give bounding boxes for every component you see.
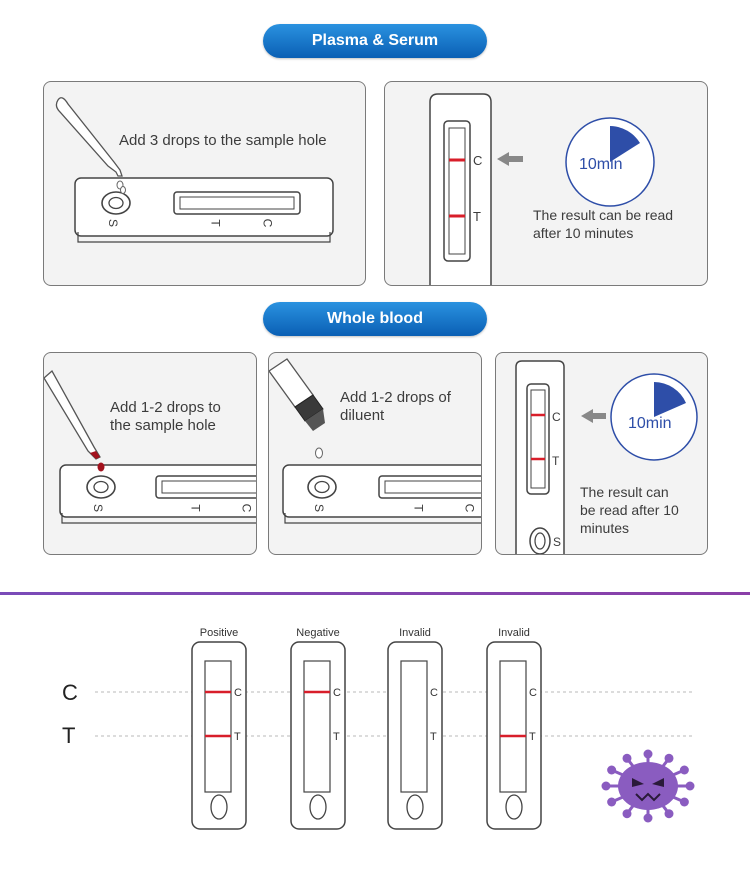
result-label: Invalid	[498, 627, 530, 639]
timer-label: 10min	[628, 415, 672, 432]
window-label-c: C	[552, 410, 561, 424]
virus-body	[618, 762, 678, 810]
virus-spike-tip	[664, 809, 674, 819]
blood-step-1-line-2: the sample hole	[110, 417, 216, 434]
result-window	[400, 660, 428, 793]
sample-label-s: S	[553, 535, 562, 549]
section-plasma-serum: Plasma & Serum	[263, 24, 487, 58]
result-note-line-2: after 10 minutes	[533, 225, 634, 241]
plasma-step-2-panel: C T 10min The result can be read after 1…	[384, 81, 708, 286]
section-divider	[0, 592, 750, 595]
blood-step-2-panel: Add 1-2 drops of diluent S T C	[268, 352, 482, 555]
card-label-t: T	[234, 731, 241, 743]
virus-spike-tip	[643, 813, 653, 823]
sample-well	[406, 794, 424, 820]
window-label-t: T	[473, 209, 481, 224]
card-label-t: T	[430, 731, 437, 743]
read-result-illustration	[515, 360, 698, 554]
card-label-c: C	[333, 687, 341, 699]
blood-step-1-panel: Add 1-2 drops to the sample hole S T C	[43, 352, 257, 555]
card-label-c: C	[430, 687, 438, 699]
result-window	[499, 660, 527, 793]
virus-spike-tip	[607, 765, 617, 775]
virus-spike-tip	[664, 753, 674, 763]
result-note-line-2: be read after 10	[580, 502, 679, 518]
virus-spike-tip	[643, 749, 653, 759]
sample-well	[309, 794, 327, 820]
sample-well	[505, 794, 523, 820]
blood-step-2-line-2: diluent	[340, 407, 385, 424]
plasma-step-1-instruction: Add 3 drops to the sample hole	[119, 132, 327, 149]
result-label: Negative	[296, 627, 339, 639]
virus-spike-tip	[679, 797, 689, 807]
virus-mouth	[635, 792, 661, 802]
sample-well	[210, 794, 228, 820]
result-note-line-1: The result can	[580, 484, 669, 500]
result-note-line-3: minutes	[580, 520, 630, 536]
timer-label: 10min	[579, 156, 623, 173]
window-label-c: C	[473, 153, 483, 168]
virus-eye-right	[652, 778, 664, 787]
virus-spike-tip	[601, 781, 611, 791]
card-label-c: C	[234, 687, 242, 699]
virus-spike-tip	[607, 797, 617, 807]
plasma-step-1-panel: Add 3 drops to the sample hole S T C	[43, 81, 366, 286]
virus-spike-tip	[622, 809, 632, 819]
result-window	[204, 660, 232, 793]
section-whole-blood: Whole blood	[263, 302, 487, 336]
virus-spike-tip	[685, 781, 695, 791]
card-label-t: T	[333, 731, 340, 743]
axis-label-c: C	[62, 680, 78, 705]
result-label: Positive	[200, 627, 239, 639]
card-label-c: C	[529, 687, 537, 699]
virus-spike-tip	[679, 765, 689, 775]
blood-step-1-line-1: Add 1-2 drops to	[110, 399, 221, 416]
card-label-t: T	[529, 731, 536, 743]
window-label-t: T	[552, 454, 560, 468]
diluent-bottle-illustration	[269, 358, 481, 524]
axis-label-t: T	[62, 723, 76, 748]
read-result-illustration	[429, 93, 655, 285]
dropper-cassette-illustration	[55, 97, 334, 243]
result-label: Invalid	[399, 627, 431, 639]
result-note-line-1: The result can be read	[533, 207, 674, 223]
virus-spike-tip	[622, 753, 632, 763]
blood-step-2-line-1: Add 1-2 drops of	[340, 389, 451, 406]
virus-eye-left	[632, 778, 644, 787]
blood-step-3-panel: C T S 10min The result can be read after…	[495, 352, 708, 555]
blood-dropper-illustration	[44, 369, 256, 524]
result-window	[303, 660, 331, 793]
